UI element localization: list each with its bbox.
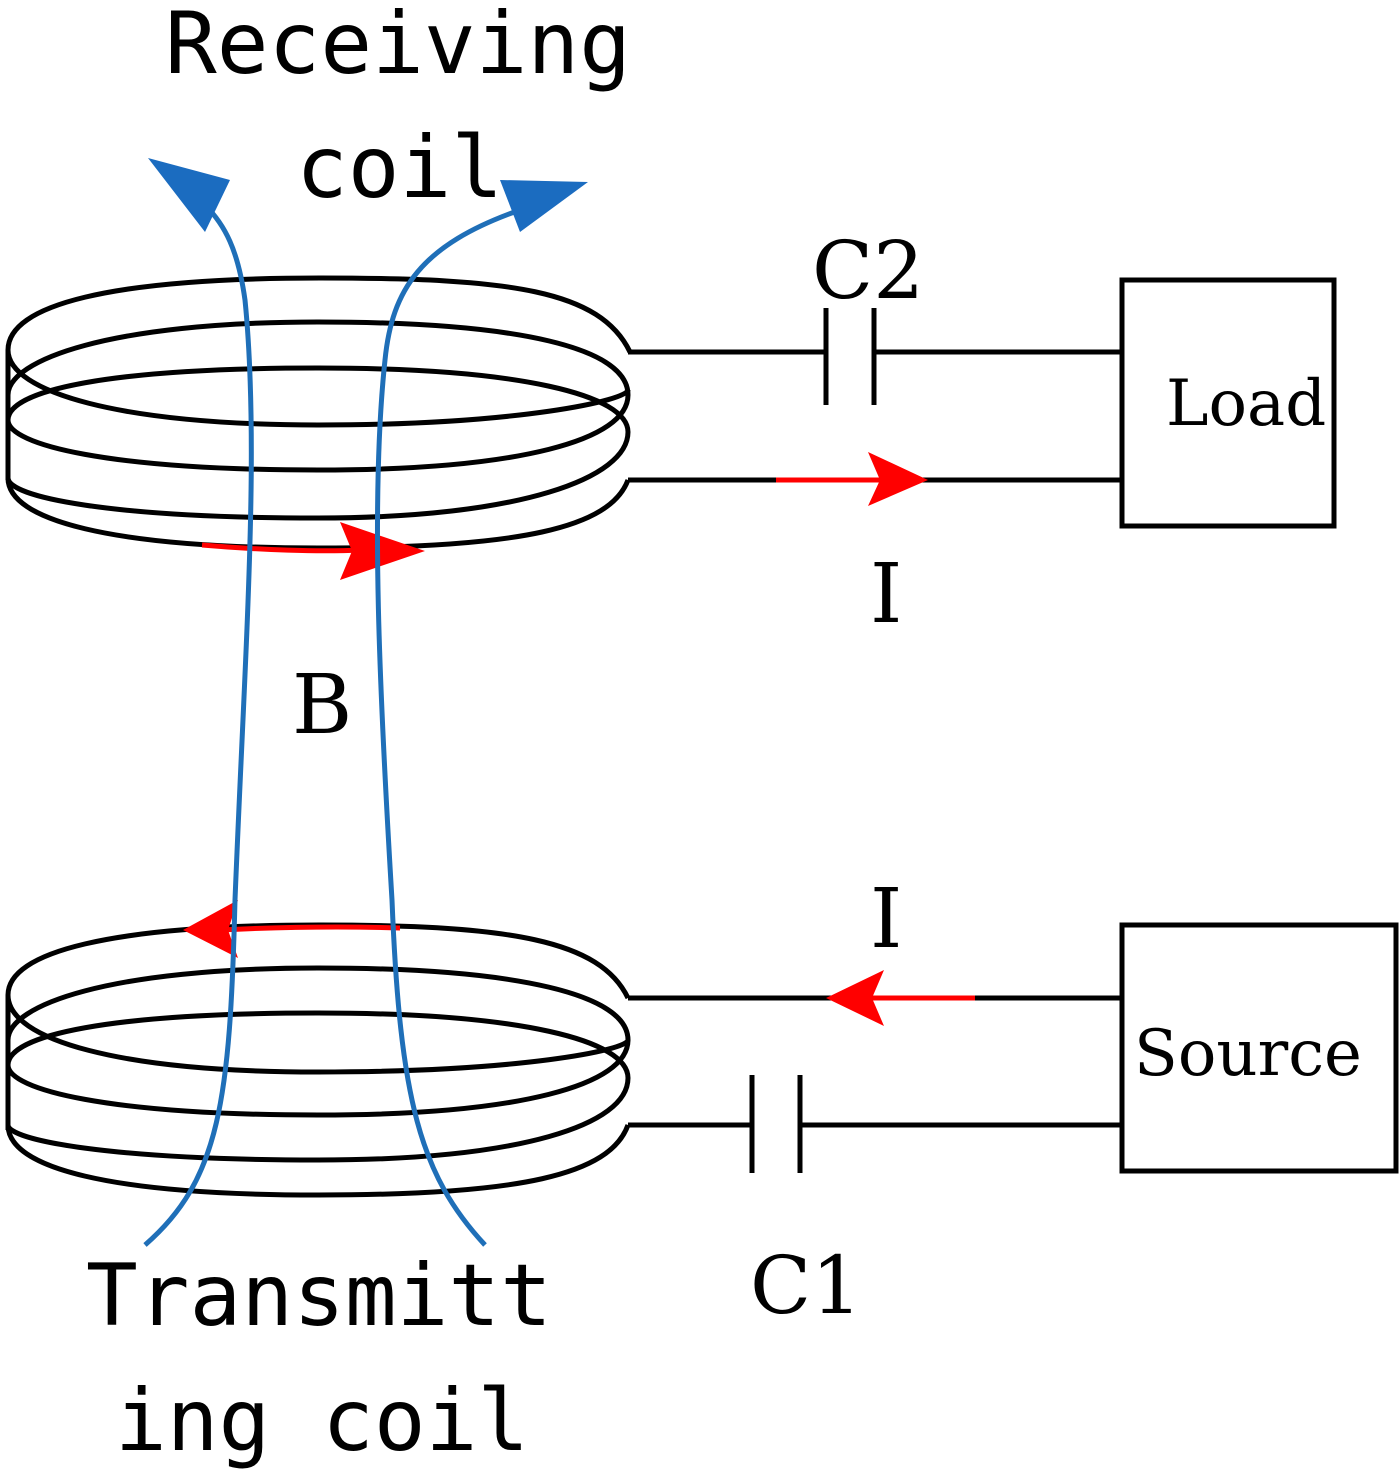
transmitting-coil-label-line2: ing coil (115, 1371, 529, 1471)
field-arrowhead-left (148, 158, 230, 232)
load-label: Load (1166, 367, 1326, 441)
current-arrows (183, 452, 975, 1026)
capacitor-c1-label: C1 (750, 1239, 862, 1332)
transmitting-coil (5, 922, 631, 1198)
source-label: Source (1134, 1017, 1362, 1091)
receiving-coil-label-line1: Receiving (165, 0, 631, 94)
field-arrowhead-right (500, 180, 588, 232)
arrowhead-receiving-coil (340, 522, 425, 580)
transmitting-coil-label-line1: Transmitt (86, 1246, 552, 1346)
arrowhead-bottom-wire (826, 970, 884, 1026)
receiving-coil (5, 275, 633, 551)
arrowhead-top-wire (868, 452, 928, 506)
current-label-bottom: I (870, 872, 902, 967)
capacitor-c2-label: C2 (812, 224, 924, 317)
arrowhead-transmitting-coil (183, 900, 238, 958)
current-label-top: I (870, 547, 902, 642)
magnetic-field-lines (143, 158, 588, 1247)
load-box (1119, 277, 1337, 529)
source-box (1119, 922, 1399, 1174)
field-label: B (292, 658, 352, 753)
receiving-coil-label-line2: coil (296, 118, 503, 218)
